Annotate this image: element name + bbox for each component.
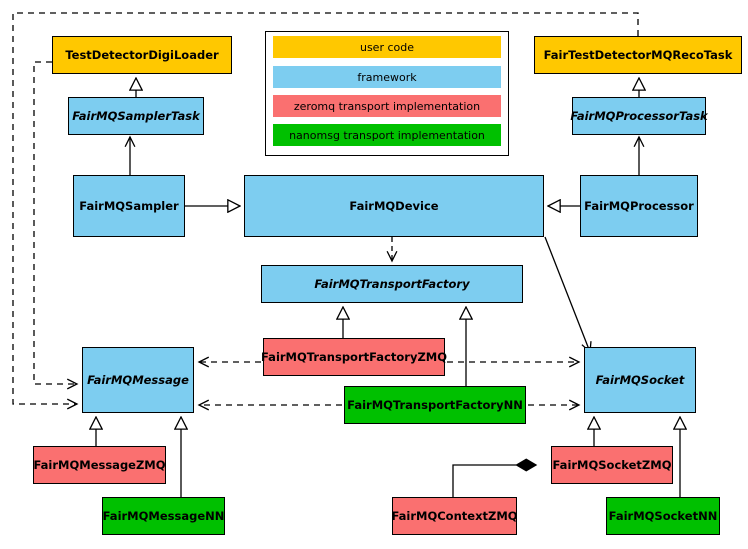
class-node-fairmqprocessortask[interactable]: FairMQProcessorTask xyxy=(570,97,708,135)
class-label-fairmqdevice: FairMQDevice xyxy=(349,198,439,213)
class-node-fairmqsampler[interactable]: FairMQSampler xyxy=(73,175,185,237)
class-label-fairmqprocessortask: FairMQProcessorTask xyxy=(570,108,708,123)
class-label-fairtestdetectormqrecotask: FairTestDetectorMQRecoTask xyxy=(543,47,733,62)
class-label-fairmqtransportfactorynn: FairMQTransportFactoryNN xyxy=(347,397,523,412)
class-label-fairmqsocketzmq: FairMQSocketZMQ xyxy=(552,457,672,472)
class-node-fairmqtransportfactorynn[interactable]: FairMQTransportFactoryNN xyxy=(344,386,526,424)
class-label-fairmqsamplertask: FairMQSamplerTask xyxy=(72,108,200,123)
class-label-fairmqtransportfactoryzmq: FairMQTransportFactoryZMQ xyxy=(261,349,448,364)
class-node-testdetectordigiloader[interactable]: TestDetectorDigiLoader xyxy=(52,36,232,74)
class-label-fairmqmessage: FairMQMessage xyxy=(87,372,189,387)
edge-digiloader-to-message xyxy=(33,61,79,390)
class-node-fairmqprocessor[interactable]: FairMQProcessor xyxy=(580,175,698,237)
class-label-fairmqsocketnn: FairMQSocketNN xyxy=(608,508,718,523)
class-node-fairtestdetectormqrecotask[interactable]: FairTestDetectorMQRecoTask xyxy=(534,36,742,74)
edge-device-to-socket xyxy=(544,236,592,354)
class-node-fairmqsocketnn[interactable]: FairMQSocketNN xyxy=(606,497,720,535)
class-label-fairmqtransportfactory: FairMQTransportFactory xyxy=(314,276,470,291)
legend-item-framework: framework xyxy=(273,66,501,88)
legend-label-framework: framework xyxy=(357,70,417,84)
class-node-fairmqsamplertask[interactable]: FairMQSamplerTask xyxy=(68,97,204,135)
class-node-fairmqsocket[interactable]: FairMQSocket xyxy=(584,347,696,413)
class-label-fairmqmessagezmq: FairMQMessageZMQ xyxy=(33,457,166,472)
legend-label-nanomsg: nanomsg transport implementation xyxy=(289,128,485,142)
class-node-fairmqmessage[interactable]: FairMQMessage xyxy=(82,347,194,413)
legend-item-nanomsg: nanomsg transport implementation xyxy=(273,124,501,146)
legend-item-user-code: user code xyxy=(273,36,501,58)
class-label-fairmqsocket: FairMQSocket xyxy=(595,372,685,387)
edge-contextzmq-to-socketzmq xyxy=(452,465,536,497)
legend-item-zeromq: zeromq transport implementation xyxy=(273,95,501,117)
class-label-fairmqmessagenn: FairMQMessageNN xyxy=(102,508,225,523)
class-label-fairmqprocessor: FairMQProcessor xyxy=(584,198,694,213)
legend-label-zeromq: zeromq transport implementation xyxy=(293,99,481,113)
class-label-fairmqcontextzmq: FairMQContextZMQ xyxy=(391,508,518,523)
class-node-fairmqdevice[interactable]: FairMQDevice xyxy=(244,175,544,237)
legend-label-user-code: user code xyxy=(359,40,415,54)
class-node-fairmqtransportfactoryzmq[interactable]: FairMQTransportFactoryZMQ xyxy=(261,338,448,376)
edge-recotask-to-message xyxy=(12,12,639,410)
class-label-testdetectordigiloader: TestDetectorDigiLoader xyxy=(65,47,219,62)
class-node-fairmqcontextzmq[interactable]: FairMQContextZMQ xyxy=(391,497,518,535)
class-node-fairmqsocketzmq[interactable]: FairMQSocketZMQ xyxy=(551,446,673,484)
class-label-fairmqsampler: FairMQSampler xyxy=(79,198,179,213)
class-node-fairmqtransportfactory[interactable]: FairMQTransportFactory xyxy=(261,265,523,303)
class-node-fairmqmessagenn[interactable]: FairMQMessageNN xyxy=(102,497,225,535)
class-node-fairmqmessagezmq[interactable]: FairMQMessageZMQ xyxy=(33,446,166,484)
